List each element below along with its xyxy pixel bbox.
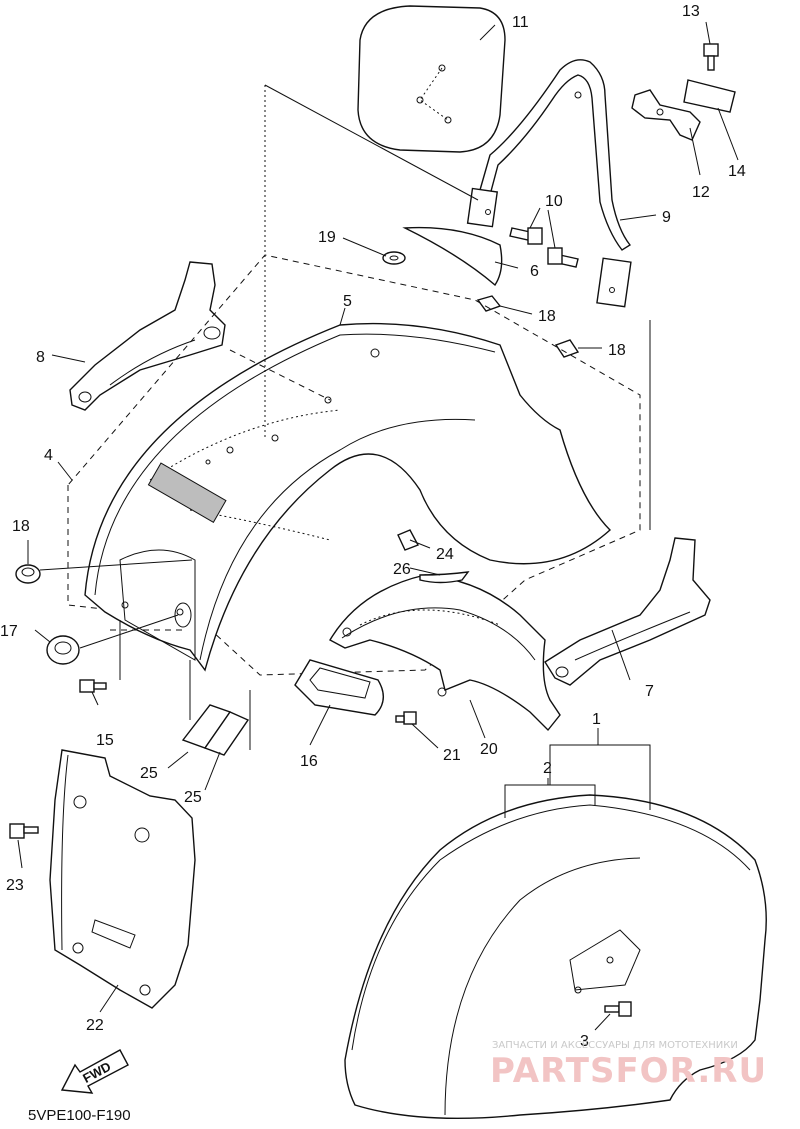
- bolt-13[interactable]: [703, 43, 719, 71]
- watermark: ЗАПЧАСТИ И АКСЕССУАРЫ ДЛЯ МОТОТЕХНИКИ PA…: [490, 1040, 767, 1091]
- screw-15[interactable]: [79, 679, 107, 693]
- strip-26[interactable]: [419, 571, 470, 584]
- callout-6: 6: [530, 263, 539, 280]
- callout-25b: 25: [184, 789, 202, 806]
- callout-21: 21: [443, 747, 461, 764]
- front-fender[interactable]: [344, 794, 767, 1120]
- side-stay-right[interactable]: [544, 537, 711, 686]
- diagram-code: 5VPE100-F190: [28, 1107, 131, 1124]
- screw-21[interactable]: [395, 711, 417, 725]
- backrest-pad[interactable]: [357, 5, 506, 153]
- forward-arrow-icon: FWD: [60, 1049, 129, 1094]
- callout-15: 15: [96, 732, 114, 749]
- callout-25a: 25: [140, 765, 158, 782]
- leader-lines: [17, 21, 739, 1031]
- callout-3: 3: [580, 1033, 589, 1050]
- nut-24[interactable]: [397, 529, 419, 551]
- cushion-pad[interactable]: [683, 79, 736, 113]
- callout-13: 13: [682, 3, 700, 20]
- callout-12: 12: [692, 184, 710, 201]
- callout-1: 1: [592, 711, 601, 728]
- reflector-16[interactable]: [294, 659, 384, 716]
- callout-5: 5: [343, 293, 352, 310]
- grommet-17[interactable]: [46, 635, 80, 665]
- watermark-tagline: ЗАПЧАСТИ И АКСЕССУАРЫ ДЛЯ МОТОТЕХНИКИ: [492, 1040, 738, 1051]
- callout-11: 11: [512, 14, 529, 31]
- screw-23[interactable]: [9, 823, 39, 839]
- callout-18-left: 18: [12, 518, 30, 535]
- callout-14: 14: [728, 163, 746, 180]
- callout-10: 10: [545, 193, 563, 210]
- callout-18-mid: 18: [608, 342, 626, 359]
- callout-2: 2: [543, 760, 552, 777]
- backrest-bracket[interactable]: [631, 89, 701, 141]
- patch-25b[interactable]: [203, 711, 250, 756]
- callout-20: 20: [480, 741, 498, 758]
- callout-26: 26: [393, 561, 411, 578]
- callout-22: 22: [86, 1017, 104, 1034]
- callouts: 1 2 3 4 5 6 7 8 9 10 11 12 13 14 15 16 1…: [0, 3, 746, 1050]
- grommet-18-left[interactable]: [15, 564, 41, 584]
- rear-fender-5[interactable]: [84, 322, 612, 672]
- washer-19[interactable]: [382, 251, 406, 265]
- bolt-10[interactable]: [509, 227, 579, 268]
- callout-8: 8: [36, 349, 45, 366]
- callout-19: 19: [318, 229, 336, 246]
- plate-6[interactable]: [402, 226, 503, 287]
- side-stay-left[interactable]: [69, 261, 226, 411]
- callout-7: 7: [645, 683, 654, 700]
- mud-flap-20[interactable]: [329, 574, 561, 732]
- callout-18-upper: 18: [538, 308, 556, 325]
- grommet-18-mid[interactable]: [554, 339, 580, 358]
- watermark-brand: PARTSFOR.RU: [490, 1051, 767, 1091]
- callout-4: 4: [44, 447, 53, 464]
- side-cover-22[interactable]: [49, 749, 196, 1009]
- callout-24: 24: [436, 546, 454, 563]
- callout-16: 16: [300, 753, 318, 770]
- callout-17: 17: [0, 623, 18, 640]
- grommet-18-upper[interactable]: [476, 295, 502, 312]
- callout-23: 23: [6, 877, 24, 894]
- callout-9: 9: [662, 209, 671, 226]
- screw-3[interactable]: [604, 1001, 632, 1017]
